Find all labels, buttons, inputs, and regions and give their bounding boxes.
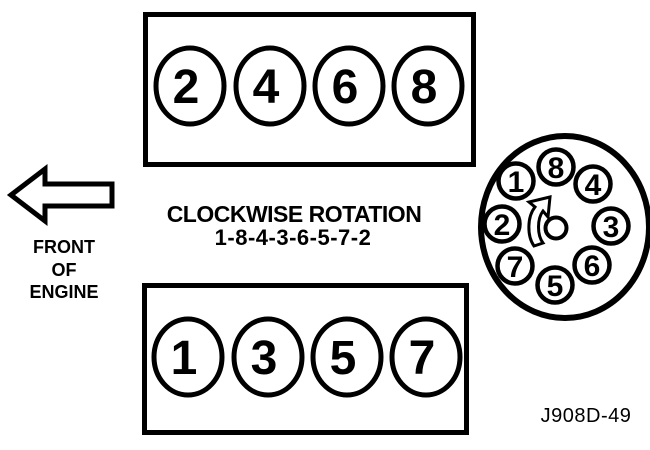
rotation-title: CLOCKWISE ROTATION xyxy=(167,201,422,227)
cylinder-5-circle xyxy=(310,316,384,398)
bottom-cylinder-bank: 1 3 5 7 xyxy=(151,316,463,398)
distributor-terminal-7-label: 7 xyxy=(507,251,524,284)
top-cylinder-bank-outline xyxy=(143,12,476,167)
distributor-terminal-7-circle xyxy=(495,246,535,286)
front-label-line-1: FRONT xyxy=(33,237,95,257)
cylinder-3-circle xyxy=(231,316,305,398)
distributor-terminal-4-label: 4 xyxy=(585,169,602,202)
cylinder-2-circle xyxy=(153,45,227,127)
clockwise-curved-arrow-icon xyxy=(525,195,552,248)
front-label-line-2: OF xyxy=(52,260,77,280)
rotor-contact-circle xyxy=(543,215,569,241)
cylinder-4-label: 4 xyxy=(253,61,280,114)
cylinder-1-circle xyxy=(151,316,225,398)
distributor-terminal-8-label: 8 xyxy=(548,152,565,185)
distributor-terminal-2-label: 2 xyxy=(494,209,511,242)
distributor-terminal-1-circle xyxy=(496,161,536,201)
distributor-terminal-6-label: 6 xyxy=(584,250,601,283)
figure-code-label: J908D-49 xyxy=(541,405,632,427)
distributor-cap: 8 4 3 6 5 7 2 1 xyxy=(478,133,650,321)
firing-order-text: 1-8-4-3-6-5-7-2 xyxy=(215,225,372,250)
cylinder-8-circle xyxy=(391,45,465,127)
cylinder-8-label: 8 xyxy=(411,61,438,114)
distributor-terminal-3-circle xyxy=(591,206,631,246)
cylinder-7-label: 7 xyxy=(409,332,436,385)
distributor-terminal-4-circle xyxy=(573,164,613,204)
left-arrow-outline-icon xyxy=(6,163,115,227)
cylinder-6-label: 6 xyxy=(332,61,359,114)
distributor-terminal-6-circle xyxy=(572,245,612,285)
front-of-engine-label: FRONT OF ENGINE xyxy=(29,237,98,302)
distributor-terminal-2-circle xyxy=(482,204,522,244)
cylinder-3-label: 3 xyxy=(251,332,278,385)
distributor-terminal-3-label: 3 xyxy=(603,211,620,244)
distributor-cap-outline xyxy=(478,133,650,321)
cylinder-6-circle xyxy=(312,45,386,127)
cylinder-7-circle xyxy=(389,316,463,398)
cylinder-1-label: 1 xyxy=(171,332,198,385)
distributor-terminal-5-label: 5 xyxy=(547,270,564,303)
cylinder-5-label: 5 xyxy=(330,332,357,385)
cylinder-4-circle xyxy=(233,45,307,127)
distributor-terminal-8-circle xyxy=(536,147,576,187)
distributor-terminal-1-label: 1 xyxy=(508,166,525,199)
bottom-cylinder-bank-outline xyxy=(142,283,469,435)
top-cylinder-bank: 2 4 6 8 xyxy=(153,45,465,127)
cylinder-2-label: 2 xyxy=(173,61,200,114)
distributor-terminal-5-circle xyxy=(535,265,575,305)
front-label-line-3: ENGINE xyxy=(29,282,98,302)
